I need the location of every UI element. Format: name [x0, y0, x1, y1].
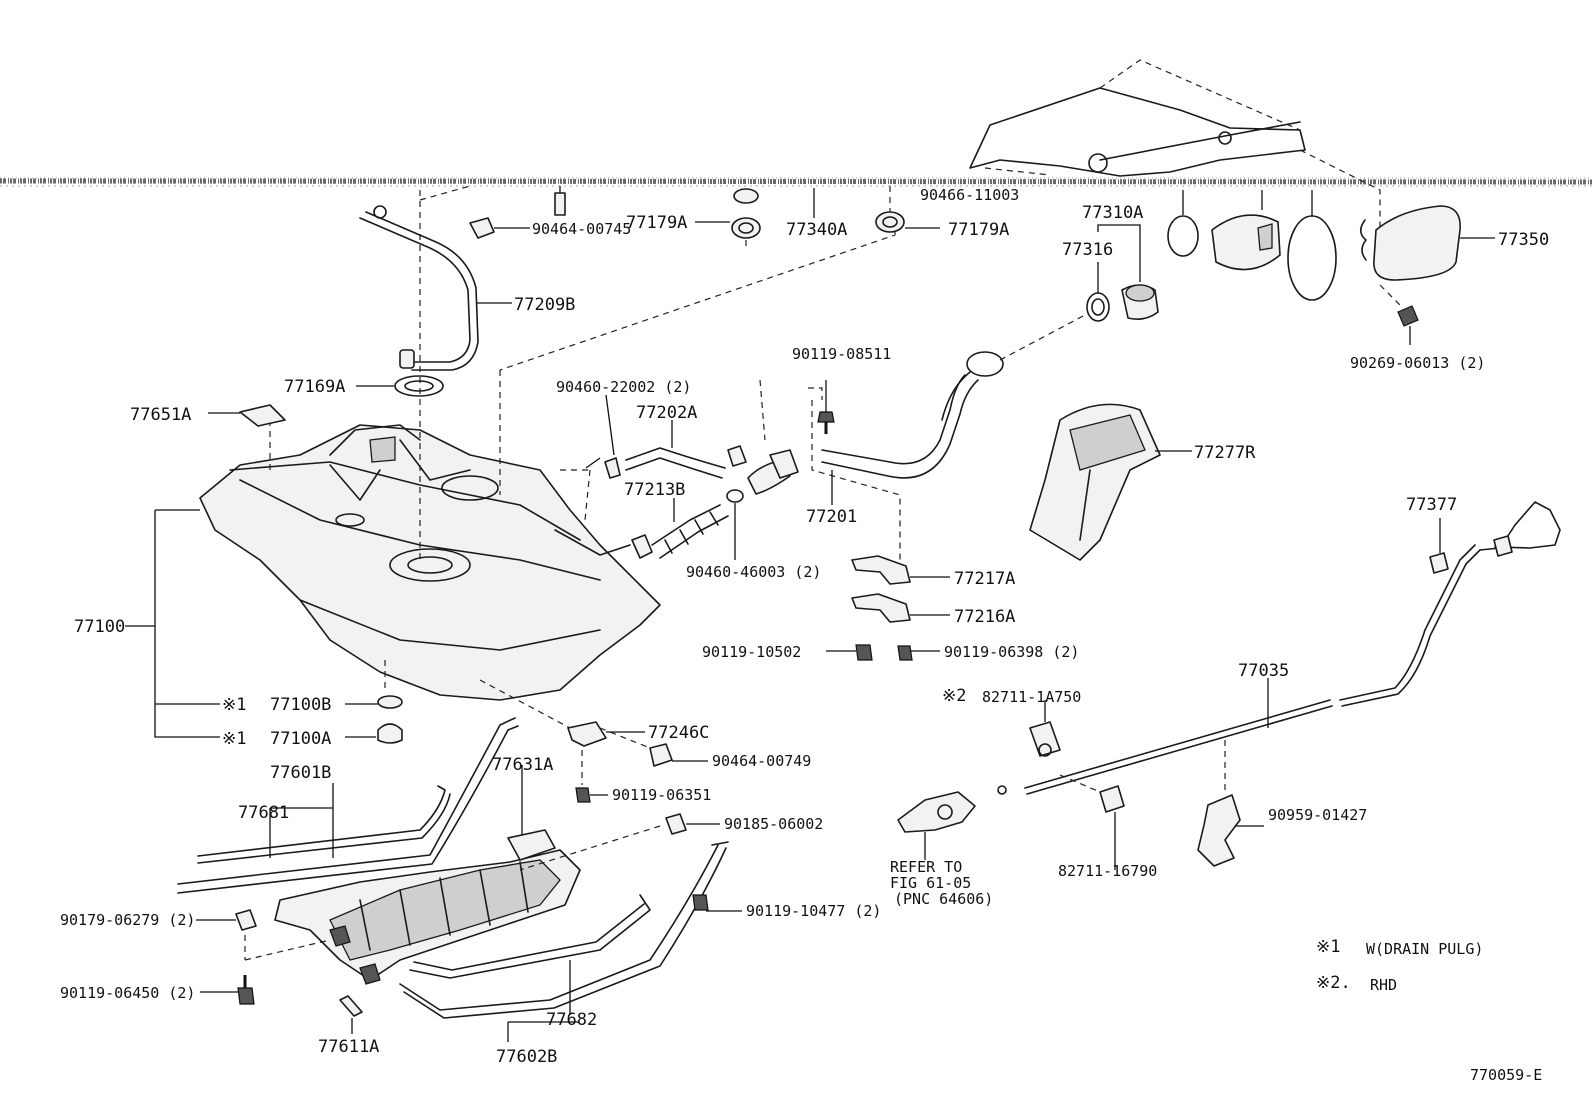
label-77209B: 77209B [514, 295, 575, 315]
label-77179A-right: 77179A [948, 220, 1009, 240]
label-90119-08511: 90119-08511 [792, 345, 891, 363]
label-77316: 77316 [1062, 240, 1113, 260]
label-77377: 77377 [1406, 495, 1457, 515]
label-77611A: 77611A [318, 1037, 379, 1057]
grommets [499, 186, 940, 371]
mark-2-82711-1A750: ※2 [942, 686, 966, 706]
fuel-door-cable [997, 501, 1561, 795]
label-77601B: 77601B [270, 763, 331, 783]
label-90119-06351: 90119-06351 [612, 786, 711, 804]
label-90464-00745: 90464-00745 [532, 220, 631, 238]
note-2-text: RHD [1370, 976, 1397, 994]
legend-notes: ※1 W(DRAIN PULG) ※2. RHD [1316, 937, 1483, 994]
label-90185-06002: 90185-06002 [724, 815, 823, 833]
label-77246C: 77246C [648, 723, 709, 743]
label-77213B: 77213B [624, 480, 685, 500]
label-90460-46003: 90460-46003 (2) [686, 563, 821, 581]
label-77310A: 77310A [1082, 203, 1143, 223]
filler-pipe [759, 314, 1086, 560]
note-1-text: W(DRAIN PULG) [1366, 940, 1483, 958]
label-77602B: 77602B [496, 1047, 557, 1067]
refer-line-1: REFER TO [890, 858, 962, 876]
clamps-middle [479, 679, 708, 803]
label-77100A: 77100A [270, 729, 331, 749]
figure-code: 770059-E [1470, 1066, 1542, 1084]
label-90119-10477: 90119-10477 (2) [746, 902, 881, 920]
label-77217A: 77217A [954, 569, 1015, 589]
label-77682: 77682 [546, 1010, 597, 1030]
heat-shield [244, 765, 581, 985]
label-77681: 77681 [238, 803, 289, 823]
label-90466-11003: 90466-11003 [920, 186, 1019, 204]
label-77201: 77201 [806, 507, 857, 527]
fuel-tank [199, 190, 661, 701]
part-labels: 90466-11003 77179A 77340A 77179A 90464-0… [60, 186, 1549, 1067]
label-77179A-left: 77179A [626, 213, 687, 233]
body-panel-outline [969, 59, 1381, 230]
label-90959-01427: 90959-01427 [1268, 806, 1367, 824]
label-77350: 77350 [1498, 230, 1549, 250]
label-77277R: 77277R [1194, 443, 1256, 463]
note-1-mark: ※1 [1316, 937, 1340, 957]
label-82711-1A750: 82711-1A750 [982, 688, 1081, 706]
label-90119-10502: 90119-10502 [702, 643, 801, 661]
clip-90959 [1197, 794, 1264, 867]
clip-90185 [519, 813, 720, 871]
bolts-left [196, 909, 363, 1034]
connectors [1029, 700, 1125, 870]
mark-1-77100A: ※1 [222, 729, 246, 749]
label-77100: 77100 [74, 617, 125, 637]
fuel-hoses [560, 394, 799, 560]
label-82711-16790: 82711-16790 [1058, 862, 1157, 880]
vent-tube-assembly [208, 185, 566, 427]
tank-strap-rear [399, 841, 742, 1042]
label-90269-06013: 90269-06013 (2) [1350, 354, 1485, 372]
label-90119-06450: 90119-06450 (2) [60, 984, 195, 1002]
label-77035: 77035 [1238, 661, 1289, 681]
label-77169A: 77169A [284, 377, 345, 397]
label-77216A: 77216A [954, 607, 1015, 627]
bolt-90119-08511 [808, 380, 835, 434]
label-90179-06279: 90179-06279 (2) [60, 911, 195, 929]
filler-pipe-brackets [826, 555, 950, 661]
note-2-mark: ※2. [1316, 973, 1351, 993]
label-90464-00749: 90464-00749 [712, 752, 811, 770]
label-77631A: 77631A [492, 755, 553, 775]
label-77202A: 77202A [636, 403, 697, 423]
refer-bracket [897, 791, 976, 860]
refer-line-3: (PNC 64606) [894, 890, 993, 908]
scan-noise-band [0, 177, 1592, 187]
label-77100B: 77100B [270, 695, 331, 715]
label-90460-22002: 90460-22002 (2) [556, 378, 691, 396]
label-77651A: 77651A [130, 405, 191, 425]
filler-pipe-shield [1029, 403, 1192, 561]
filler-cap-assembly [1167, 190, 1495, 345]
mark-1-77100B: ※1 [222, 695, 246, 715]
refer-line-2: FIG 61-05 [890, 874, 971, 892]
tank-strap-front [177, 717, 519, 894]
label-90119-06398: 90119-06398 (2) [944, 643, 1079, 661]
label-77340A: 77340A [786, 220, 847, 240]
filler-gasket-and-cap [1086, 224, 1159, 322]
drain-plugs [125, 509, 403, 744]
